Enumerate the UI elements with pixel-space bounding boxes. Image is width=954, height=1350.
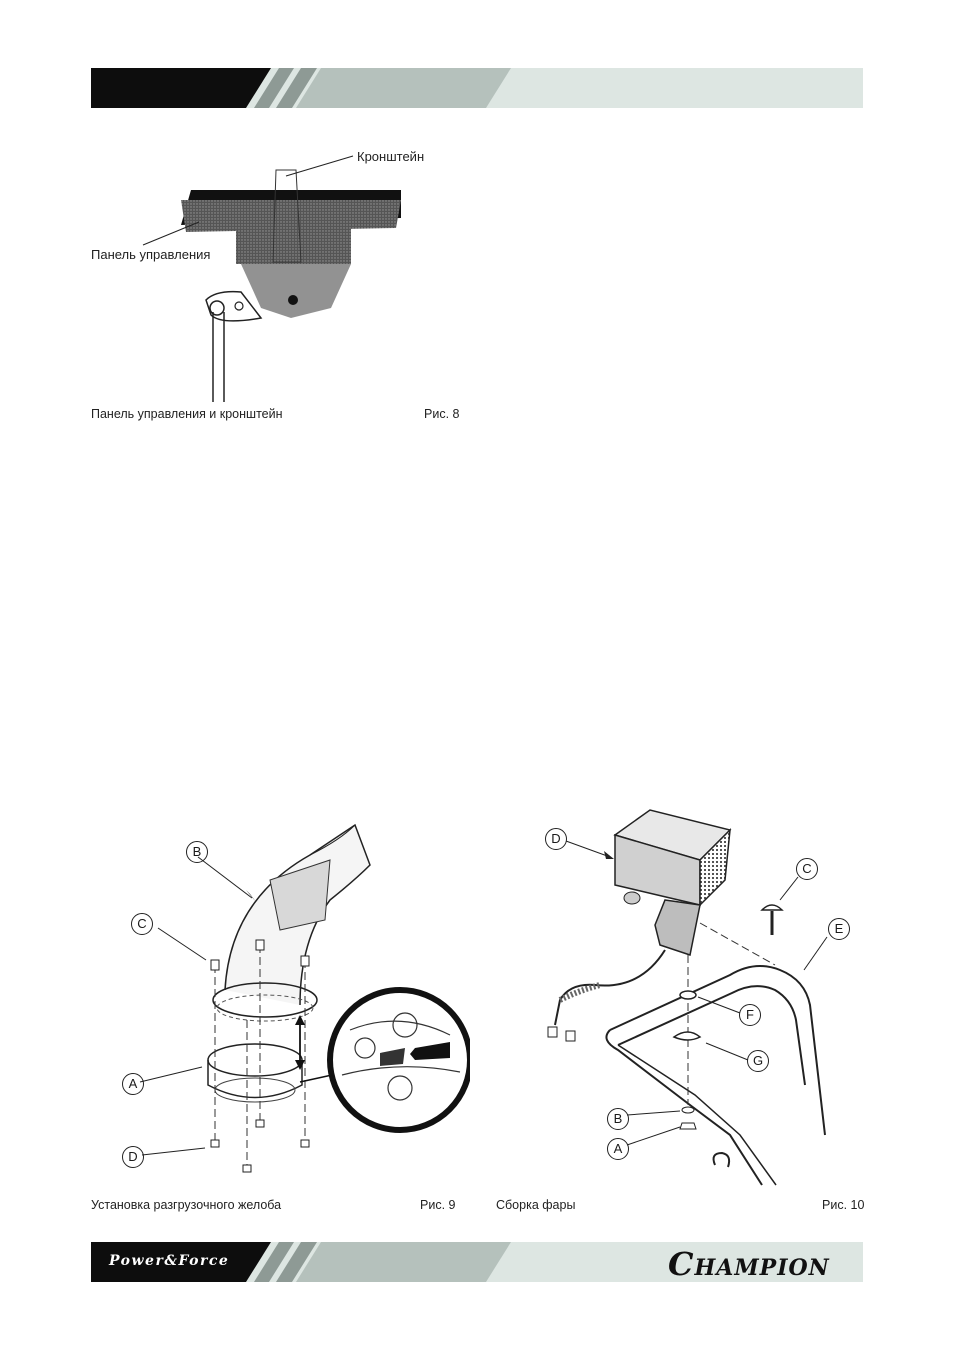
callout-b-fig9: B <box>186 841 208 863</box>
callout-f-fig10: F <box>739 1004 761 1026</box>
figure-10-number: Рис. 10 <box>822 1198 864 1212</box>
callout-c-fig9: C <box>131 913 153 935</box>
champion-logo: CHAMPION <box>668 1245 830 1283</box>
callout-a-fig9: A <box>122 1073 144 1095</box>
power-force-logo: Power&Force <box>109 1253 229 1269</box>
callout-a-fig10: A <box>607 1138 629 1160</box>
callout-d-fig9: D <box>122 1146 144 1168</box>
champion-logo-rest: HAMPION <box>694 1255 829 1281</box>
callout-d-fig10: D <box>545 828 567 850</box>
figure-8-number: Рис. 8 <box>424 407 459 421</box>
figure-9-illustration <box>110 820 470 1195</box>
callout-e-fig10: E <box>828 918 850 940</box>
callout-g-fig10: G <box>747 1050 769 1072</box>
figure-8-caption: Панель управления и кронштейн <box>91 407 283 421</box>
figure-9-number: Рис. 9 <box>420 1198 455 1212</box>
figure-8-illustration <box>91 140 471 405</box>
figure-9-caption: Установка разгрузочного желоба <box>91 1198 281 1212</box>
figure-10-caption: Сборка фары <box>496 1198 575 1212</box>
label-bracket: Кронштейн <box>357 149 424 164</box>
callout-b-fig10: B <box>607 1108 629 1130</box>
champion-logo-initial: C <box>668 1245 694 1283</box>
callout-c-fig10: C <box>796 858 818 880</box>
header-band <box>91 68 863 108</box>
label-control-panel: Панель управления <box>91 247 210 262</box>
